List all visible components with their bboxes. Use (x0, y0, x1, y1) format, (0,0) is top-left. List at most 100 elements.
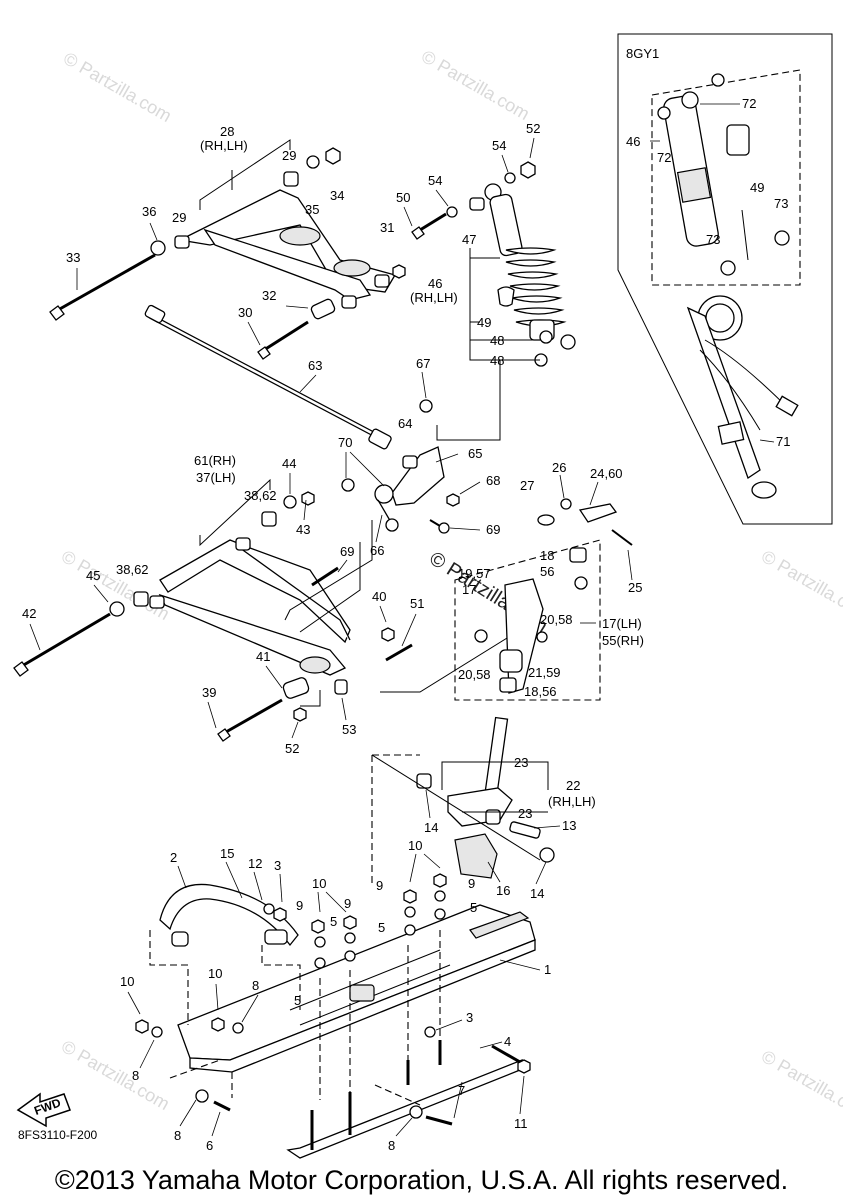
callout-36: 36 (142, 204, 156, 219)
callout-67: 67 (416, 356, 430, 371)
callout-64: 64 (398, 416, 412, 431)
inset-frame (617, 33, 833, 525)
callout-8: 8 (132, 1068, 139, 1083)
fwd-arrow-icon: FWD (16, 1092, 71, 1128)
callout-10: 10 (120, 974, 134, 989)
callout-14: 14 (530, 886, 544, 901)
callout-14: 14 (424, 820, 438, 835)
watermark: © Partzilla.com (758, 1046, 843, 1124)
callout-8: 8 (388, 1138, 395, 1153)
callout-9: 9 (376, 878, 383, 893)
callout-44: 44 (282, 456, 296, 471)
callout-69: 69 (486, 522, 500, 537)
callout-11: 11 (514, 1116, 528, 1131)
callout-18-56: 18,56 (524, 684, 557, 699)
callout-35: 35 (305, 202, 319, 217)
callout-48: 48 (490, 333, 504, 348)
callout-12: 12 (248, 856, 262, 871)
callout-71: 71 (776, 434, 790, 449)
callout-1: 1 (544, 962, 551, 977)
inset-label: 8GY1 (626, 46, 659, 61)
callout-17: 17 (462, 582, 476, 597)
callout-70: 70 (338, 435, 352, 450)
callout-49: 49 (477, 315, 491, 330)
callout-61: 61(RH) (194, 453, 236, 468)
callout-38-62: 38,62 (116, 562, 149, 577)
copyright-footer: ©2013 Yamaha Motor Corporation, U.S.A. A… (54, 1165, 789, 1195)
shock-absorber (484, 183, 576, 350)
callout-45: 45 (86, 568, 100, 583)
callout-5: 5 (378, 920, 385, 935)
callout-32: 32 (262, 288, 276, 303)
callout-24-60: 24,60 (590, 466, 623, 481)
callout-55rh: 55(RH) (602, 633, 644, 648)
callout-38-62: 38,62 (244, 488, 277, 503)
callout-5: 5 (294, 993, 301, 1008)
callout-9: 9 (468, 876, 475, 891)
callout-21-59: 21,59 (528, 665, 561, 680)
inset-shock-bracket (651, 69, 801, 286)
callout-5: 5 (470, 900, 477, 915)
callout-2: 2 (170, 850, 177, 865)
callout-28: 28 (220, 124, 234, 139)
callout-28-sub: (RH,LH) (200, 138, 248, 153)
callout-42: 42 (22, 606, 36, 621)
callout-23: 23 (518, 806, 532, 821)
callout-39: 39 (202, 685, 216, 700)
ski-hardware (135, 873, 531, 1126)
lower-arm-hardware (13, 491, 413, 742)
diagram-code: 8FS3110-F200 (18, 1128, 98, 1142)
callout-41: 41 (256, 649, 270, 664)
callout-30: 30 (238, 305, 252, 320)
callout-10: 10 (208, 966, 222, 981)
ski-frame-dashes (149, 754, 541, 1106)
callout-50: 50 (396, 190, 410, 205)
lower-a-arm (133, 478, 351, 676)
callout-8: 8 (252, 978, 259, 993)
callout-52: 52 (285, 741, 299, 756)
callout-63: 63 (308, 358, 322, 373)
callout-31: 31 (380, 220, 394, 235)
callout-27: 27 (520, 478, 534, 493)
callout-3: 3 (274, 858, 281, 873)
watermark: © Partzilla.com (418, 46, 533, 124)
upper-a-arm (174, 139, 396, 309)
callout-25: 25 (628, 580, 642, 595)
callout-19-57: 19,57 (458, 566, 491, 581)
callout-48: 48 (490, 353, 504, 368)
callout-15: 15 (220, 846, 234, 861)
inset-adjuster-gauge (686, 295, 799, 499)
callout-52: 52 (526, 121, 540, 136)
callout-6: 6 (206, 1138, 213, 1153)
linkage-bracket (341, 399, 460, 534)
callout-46: 46 (428, 276, 442, 291)
callout-17lh: 17(LH) (602, 616, 642, 631)
callout-40: 40 (372, 589, 386, 604)
callout-18: 18 (540, 548, 554, 563)
callout-66: 66 (370, 543, 384, 558)
callout-69: 69 (340, 544, 354, 559)
callout-29: 29 (282, 148, 296, 163)
callout-43: 43 (296, 522, 310, 537)
callout-49: 49 (750, 180, 764, 195)
callout-20-58: 20,58 (540, 612, 573, 627)
callout-37: 37(LH) (196, 470, 236, 485)
callout-10: 10 (312, 876, 326, 891)
watermark: © Partzilla.com (60, 48, 175, 126)
callout-10: 10 (408, 838, 422, 853)
callout-73: 73 (774, 196, 788, 211)
watermark: © Partzilla.com (58, 1036, 173, 1114)
inset-8gy1: 8GY1 72 72 46 49 73 73 (617, 33, 833, 525)
callout-46: 46 (626, 134, 640, 149)
callout-68: 68 (486, 473, 500, 488)
callout-56: 56 (540, 564, 554, 579)
callout-3: 3 (466, 1010, 473, 1025)
callout-22: 22 (566, 778, 580, 793)
callout-54: 54 (428, 173, 442, 188)
callout-9: 9 (344, 896, 351, 911)
callout-33: 33 (66, 250, 80, 265)
spindle-dashed-frame (454, 539, 601, 701)
callout-73: 73 (706, 232, 720, 247)
spindle-group (454, 498, 633, 701)
